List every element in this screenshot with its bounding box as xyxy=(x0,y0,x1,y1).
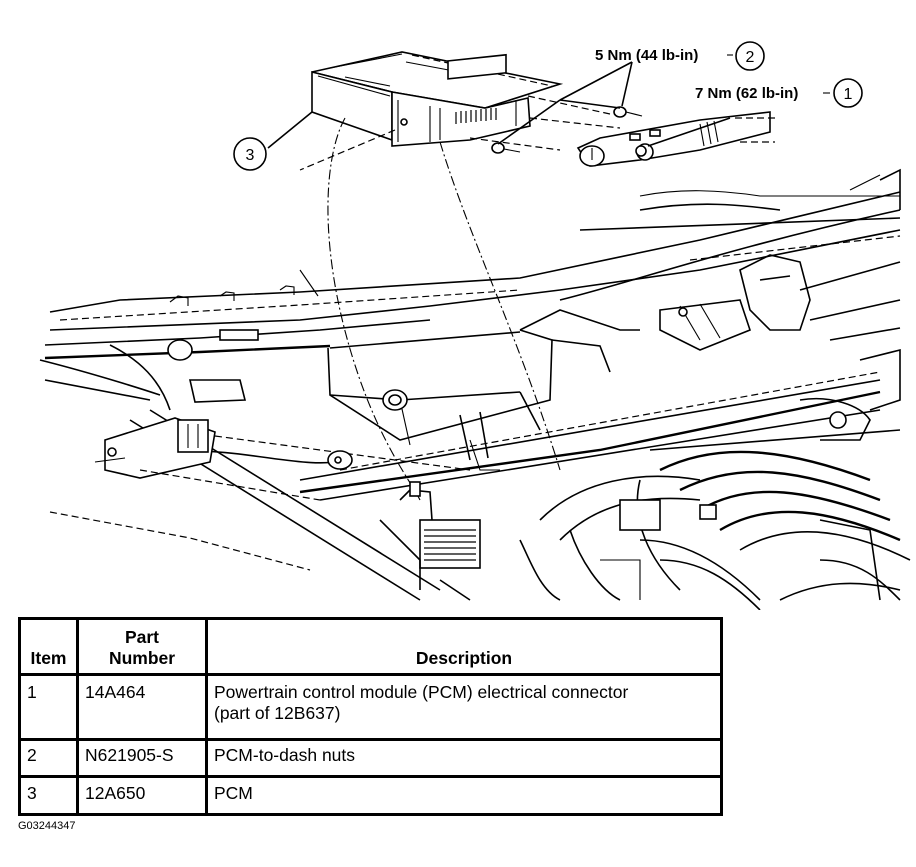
firewall-brace xyxy=(39,339,471,601)
pcm-location-illustration: 5 Nm (44 lb-in) 2 7 Nm (62 lb-in) 1 3 xyxy=(39,41,911,610)
hood-edge xyxy=(49,511,311,571)
svg-text:1: 1 xyxy=(844,86,853,103)
header-part-line1: Part xyxy=(124,627,160,647)
header-item: Item xyxy=(18,617,79,676)
header-description: Description xyxy=(205,617,723,676)
crossmember xyxy=(299,371,881,501)
pcm-electrical-connector xyxy=(576,111,775,167)
callout-1: 7 Nm (62 lb-in) 1 xyxy=(695,78,863,108)
cell-item: 1 xyxy=(18,673,79,741)
cell-item: 3 xyxy=(18,775,79,816)
description-line2: (part of 12B637) xyxy=(214,703,341,723)
cell-item: 2 xyxy=(18,738,79,778)
cowl-panel xyxy=(44,190,901,360)
parts-table: Item Part Number Description 1 14A464 Po… xyxy=(18,617,723,816)
header-part-number: Part Number xyxy=(76,617,208,676)
table-row: 3 12A650 PCM xyxy=(18,775,723,816)
cell-part-number: 12A650 xyxy=(76,775,208,816)
header-part-line2: Number xyxy=(108,648,176,668)
pcm-to-dash-nut-lower xyxy=(491,142,521,154)
table-row: 2 N621905-S PCM-to-dash nuts xyxy=(18,738,723,778)
pcm-module xyxy=(311,51,564,147)
pcm-mounting-bracket xyxy=(327,309,640,446)
figure-id: G03244347 xyxy=(18,820,76,832)
callout-3: 3 xyxy=(233,137,267,171)
svg-text:2: 2 xyxy=(746,49,755,66)
table-row: 1 14A464 Powertrain control module (PCM)… xyxy=(18,673,723,741)
cell-description: PCM xyxy=(205,775,723,816)
cell-part-number: 14A464 xyxy=(76,673,208,741)
table-header-row: Item Part Number Description xyxy=(18,617,723,676)
cell-part-number: N621905-S xyxy=(76,738,208,778)
cell-description: Powertrain control module (PCM) electric… xyxy=(205,673,723,741)
callout-2: 5 Nm (44 lb-in) 2 xyxy=(595,41,765,71)
svg-text:5 Nm (44 lb-in): 5 Nm (44 lb-in) xyxy=(595,47,698,64)
description-line1: Powertrain control module (PCM) electric… xyxy=(214,682,629,702)
strut-tower-right xyxy=(659,168,901,351)
cell-description: PCM-to-dash nuts xyxy=(205,738,723,778)
svg-text:7 Nm (62 lb-in): 7 Nm (62 lb-in) xyxy=(695,85,798,102)
svg-text:3: 3 xyxy=(246,147,255,164)
engine-compartment xyxy=(379,348,911,610)
pcm-to-dash-nut-upper xyxy=(613,106,643,118)
